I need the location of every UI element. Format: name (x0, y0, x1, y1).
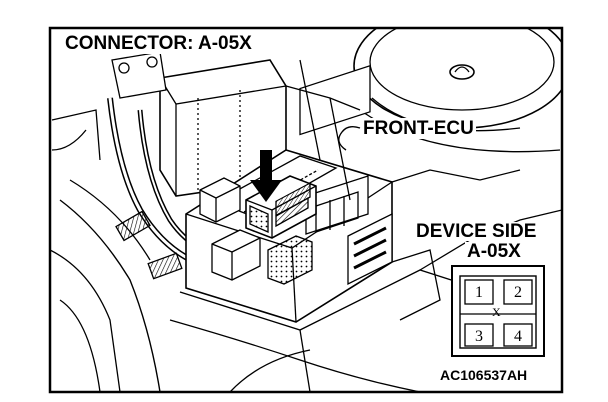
location-arrow (250, 150, 282, 202)
figure-code: AC106537AH (438, 367, 530, 383)
reservoir-cap-icon (449, 64, 475, 80)
pin-label: 1 (475, 284, 483, 301)
device-side-label: DEVICE SIDE (414, 221, 539, 242)
front-ecu-label: FRONT-ECU (361, 118, 476, 139)
pin-label: 4 (514, 328, 522, 345)
pin-label: 3 (475, 328, 483, 345)
connector-face-diagram (451, 265, 545, 357)
engine-bay-illustration (50, 28, 562, 392)
figure-title: CONNECTOR: A-05X (63, 34, 256, 54)
connector-id-label: A-05X (465, 241, 523, 262)
connector-key-mark: X (492, 305, 501, 319)
pin-label: 2 (514, 284, 522, 301)
front-ecu-leader-line (338, 125, 361, 151)
